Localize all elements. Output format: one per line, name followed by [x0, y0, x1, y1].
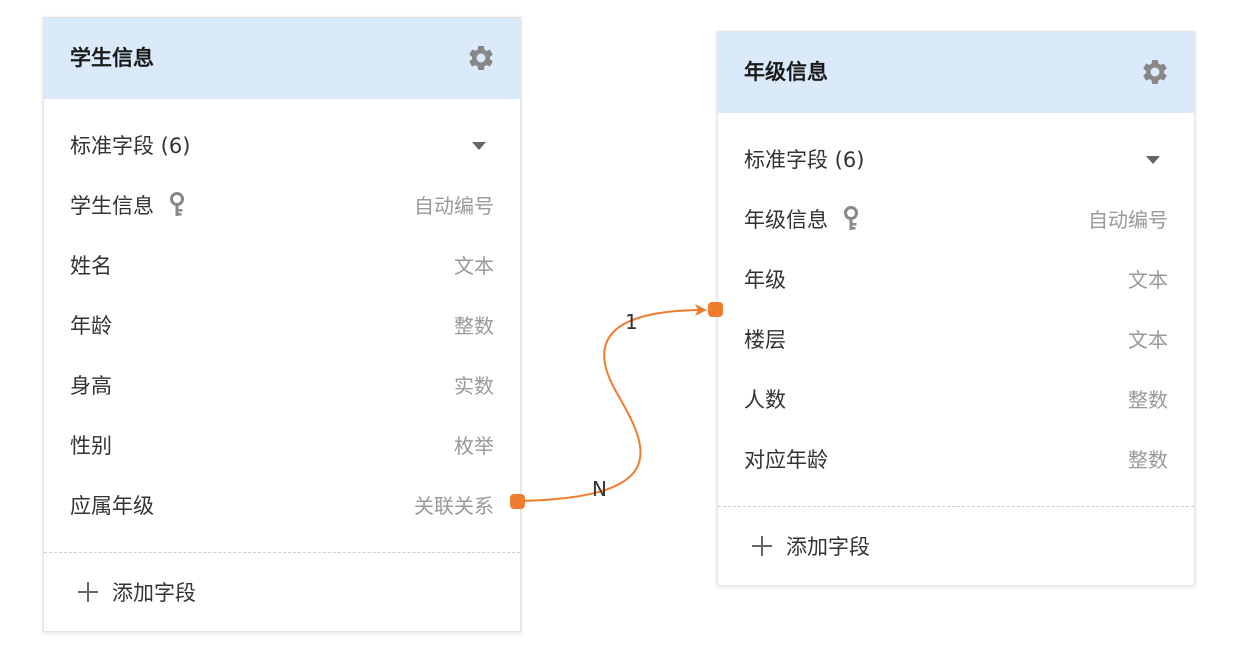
gear-icon[interactable] — [1140, 57, 1170, 87]
table-title: 学生信息 — [70, 46, 154, 70]
cardinality-label-to: 1 — [625, 310, 638, 334]
field-type: 实数 — [454, 374, 494, 398]
field-type: 自动编号 — [1088, 208, 1168, 232]
field-type: 文本 — [454, 254, 494, 278]
field-name: 楼层 — [744, 328, 786, 352]
field-type: 整数 — [1128, 388, 1168, 412]
standard-fields-label: 标准字段 (6) — [744, 148, 865, 172]
field-type: 文本 — [1128, 328, 1168, 352]
field-name: 学生信息 — [70, 194, 154, 218]
field-row[interactable]: 对应年龄 整数 — [744, 430, 1168, 490]
plus-icon — [78, 582, 98, 602]
field-name: 年龄 — [70, 314, 112, 338]
field-type: 文本 — [1128, 268, 1168, 292]
table-body: 标准字段 (6) 年级信息 自动编号 年级 文本 楼层 文本 人数 整数 对应年… — [718, 113, 1194, 587]
field-type: 自动编号 — [414, 194, 494, 218]
add-field-button[interactable]: 添加字段 — [718, 507, 1194, 587]
field-name: 人数 — [744, 388, 786, 412]
divider — [718, 506, 1194, 507]
gear-icon[interactable] — [466, 43, 496, 73]
table-header: 学生信息 — [44, 18, 520, 99]
field-row[interactable]: 年级信息 自动编号 — [744, 190, 1168, 250]
field-row[interactable]: 性别 枚举 — [70, 416, 494, 476]
field-row[interactable]: 年级 文本 — [744, 250, 1168, 310]
field-row[interactable]: 楼层 文本 — [744, 310, 1168, 370]
field-name: 对应年龄 — [744, 448, 828, 472]
field-row[interactable]: 人数 整数 — [744, 370, 1168, 430]
key-icon — [170, 192, 184, 216]
table-card-grade: 年级信息 标准字段 (6) 年级信息 自动编号 年级 文本 楼层 文本 人数 整… — [717, 31, 1195, 586]
table-title: 年级信息 — [744, 60, 828, 84]
table-body: 标准字段 (6) 学生信息 自动编号 姓名 文本 年龄 整数 身高 实数 性别 … — [44, 99, 520, 633]
key-icon — [844, 206, 858, 230]
add-field-button[interactable]: 添加字段 — [44, 553, 520, 633]
caret-down-icon[interactable] — [1146, 156, 1160, 164]
caret-down-icon[interactable] — [472, 142, 486, 150]
relation-line[interactable] — [517, 304, 707, 502]
field-type: 整数 — [454, 314, 494, 338]
field-type: 枚举 — [454, 434, 494, 458]
field-name: 应属年级 — [70, 494, 154, 518]
relation-source-handle[interactable] — [510, 494, 525, 509]
relation-target-handle[interactable] — [708, 302, 723, 317]
table-card-student: 学生信息 标准字段 (6) 学生信息 自动编号 姓名 文本 年龄 整数 身高 实… — [43, 17, 521, 632]
standard-fields-label: 标准字段 (6) — [70, 134, 191, 158]
field-name: 性别 — [70, 434, 112, 458]
standard-fields-toggle[interactable]: 标准字段 (6) — [744, 130, 1168, 190]
field-row[interactable]: 身高 实数 — [70, 356, 494, 416]
table-header: 年级信息 — [718, 32, 1194, 113]
field-row[interactable]: 应属年级 关联关系 — [70, 476, 494, 536]
field-row[interactable]: 姓名 文本 — [70, 236, 494, 296]
field-name: 身高 — [70, 374, 112, 398]
add-field-label: 添加字段 — [786, 535, 870, 559]
add-field-label: 添加字段 — [112, 581, 196, 605]
field-type: 关联关系 — [414, 494, 494, 518]
field-row[interactable]: 学生信息 自动编号 — [70, 176, 494, 236]
field-row[interactable]: 年龄 整数 — [70, 296, 494, 356]
plus-icon — [752, 536, 772, 556]
cardinality-label-from: N — [592, 477, 607, 501]
field-name: 年级 — [744, 268, 786, 292]
field-type: 整数 — [1128, 448, 1168, 472]
divider — [44, 552, 520, 553]
standard-fields-toggle[interactable]: 标准字段 (6) — [70, 116, 494, 176]
field-name: 年级信息 — [744, 208, 828, 232]
field-name: 姓名 — [70, 254, 112, 278]
